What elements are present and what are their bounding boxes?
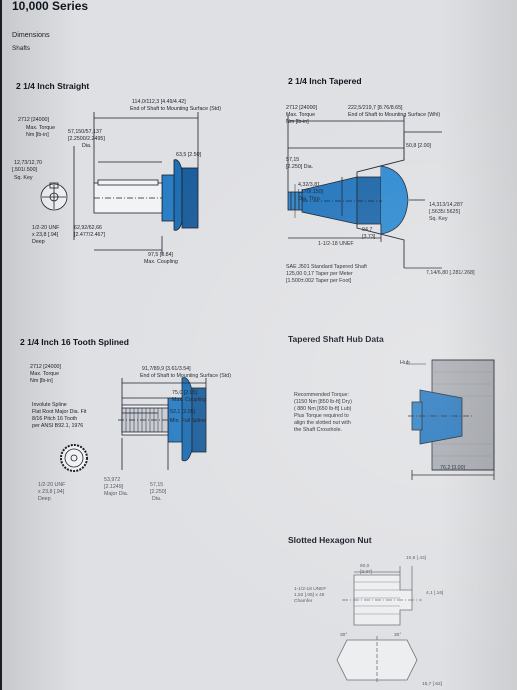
tapered-thru: 4,32/3,81 bbox=[298, 182, 321, 188]
splined-torque-value: 2712 [24000] bbox=[30, 364, 61, 370]
straight-key-width: 12,73/12,70 bbox=[14, 160, 42, 166]
hub-torque-6: the Shaft Crosshole. bbox=[294, 427, 342, 433]
straight-dia-in: [2.2500/2.2495] bbox=[68, 136, 105, 142]
splined-coupling: 75,0 [2.95] bbox=[172, 390, 198, 396]
nut-angle-2: 30° bbox=[394, 633, 402, 638]
nut-d3: 4,1 [.16] bbox=[426, 591, 444, 596]
splined-full-label: Min. Full Spline bbox=[170, 418, 207, 424]
straight-key-width-in: [.501/.500] bbox=[12, 167, 38, 173]
hub-dim: 76,2 [3.00] bbox=[440, 465, 466, 471]
hub-drawing bbox=[406, 359, 495, 480]
hub-torque-2: (1150 Nm [850 lb-ft] Dry) bbox=[294, 399, 352, 405]
splined-thread-deep: Deep bbox=[38, 496, 51, 502]
splined-spec-4: per ANSI B92.1, 1976 bbox=[32, 423, 84, 429]
straight-thread: 1/2-20 UNF bbox=[32, 225, 60, 231]
straight-torque-label: Max. Torque bbox=[26, 125, 56, 131]
tapered-length-in: [3.73] bbox=[362, 234, 376, 240]
tapered-thru-in: [.170/.150] bbox=[298, 189, 324, 195]
nut-title: Slotted Hexagon Nut bbox=[288, 535, 372, 545]
tapered-overall: 222,5/219,7 [8.76/8.65] bbox=[348, 105, 403, 111]
straight-torque-value: 2712 [24000] bbox=[18, 117, 49, 123]
splined-spec-3: 8/16 Pitch 16 Tooth bbox=[32, 416, 78, 422]
straight-coupling-label: Max. Coupling bbox=[144, 259, 178, 265]
straight-key-label: Sq. Key bbox=[14, 175, 33, 181]
tapered-key-in: [.5635/.5625] bbox=[429, 209, 460, 215]
hub-torque-3: ( 880 Nm [650 lb-ft] Lub) bbox=[294, 406, 352, 412]
tapered-standard-3: [1.500±.002 Taper per Foot] bbox=[286, 278, 352, 284]
shafts-subheading: Shafts bbox=[12, 45, 31, 52]
straight-thread-depth: x 23,8 [.94] bbox=[32, 232, 59, 238]
tapered-standard-1: SAE J501 Standard Tapered Shaft bbox=[286, 264, 367, 270]
straight-torque-unit: Nm [lb-in] bbox=[26, 132, 49, 138]
splined-spec-2: Flat Root Major Dia. Fit bbox=[32, 409, 87, 415]
nut-chamfer-1: 1,52 [.06] x 45 bbox=[294, 593, 325, 598]
splined-major-label: Major Dia. bbox=[104, 491, 129, 497]
tapered-key: 14,313/14,287 bbox=[429, 202, 463, 208]
hub-torque-1: Recommended Torque: bbox=[294, 392, 349, 398]
tapered-dia: 57,15 bbox=[286, 157, 300, 163]
splined-coupling-label: Max. Coupling bbox=[172, 397, 206, 403]
nut-d2-in: [2.37] bbox=[360, 570, 373, 575]
splined-spec-1: Involute Spline bbox=[32, 402, 67, 408]
tapered-thru-label: Dia. Thru bbox=[298, 196, 320, 202]
tapered-extra-dim: 7,14/6,80 [.281/.268] bbox=[426, 270, 475, 276]
straight-overall-note: End of Shaft to Mounting Surface (Std) bbox=[130, 106, 221, 112]
nut-drawing bbox=[336, 566, 422, 684]
splined-thread: 1/2-20 UNF bbox=[38, 482, 66, 488]
tapered-key-label: Sq. Key bbox=[429, 216, 448, 222]
straight-d2: 62,92/62,66 bbox=[74, 225, 102, 231]
splined-dia: 57,15 bbox=[150, 482, 164, 488]
tapered-dia-in: [2.250] Dia. bbox=[286, 164, 314, 170]
straight-shaft-drawing bbox=[40, 112, 199, 255]
nut-angle-1: 30° bbox=[340, 633, 348, 638]
straight-d2-in: [2.477/2.467] bbox=[74, 232, 105, 238]
splined-thread-depth: x 23,8 [.94] bbox=[38, 489, 65, 495]
splined-overall: 91,7/89,9 [3.61/3.54] bbox=[142, 366, 191, 372]
tapered-torque-unit: Nm [lb-in] bbox=[286, 119, 309, 125]
tapered-length: 94,7 bbox=[362, 227, 373, 233]
nut-thread: 1-1/2-18 UNEF bbox=[294, 587, 327, 592]
tapered-torque-label: Max. Torque bbox=[286, 112, 316, 118]
splined-major-in: [2.1249] bbox=[104, 484, 124, 490]
series-title: 10,000 Series bbox=[12, 0, 89, 13]
hub-title: Tapered Shaft Hub Data bbox=[288, 334, 384, 344]
nut-d2: 60,0 bbox=[360, 564, 370, 569]
tapered-shaft-drawing bbox=[287, 115, 442, 269]
straight-dia-label: Dia. bbox=[82, 143, 92, 149]
nut-chamfer-2: Chamfer bbox=[294, 599, 313, 604]
straight-coupling: 97,5 [3.84] bbox=[148, 252, 174, 258]
hub-torque-5: align the slotted nut with bbox=[294, 420, 351, 426]
splined-shaft-drawing bbox=[60, 377, 207, 472]
tapered-torque-value: 2712 [24000] bbox=[286, 105, 317, 111]
straight-key-length: 63,5 [2.50] bbox=[176, 152, 202, 158]
nut-d4: 15,7 [.62] bbox=[422, 682, 443, 687]
straight-title: 2 1/4 Inch Straight bbox=[16, 81, 90, 91]
tapered-thread: 1-1/2-18 UNEF bbox=[318, 241, 354, 247]
tapered-d50: 50,8 [2.00] bbox=[406, 143, 432, 149]
straight-dia: 57,150/57,137 bbox=[68, 129, 102, 135]
hub-torque-4: Plus Torque required to bbox=[294, 413, 349, 419]
nut-d1: 10,9 [.43] bbox=[406, 556, 427, 561]
splined-overall-note: End of Shaft to Mounting Surface (Std) bbox=[140, 373, 231, 379]
splined-full: 52,1 [2.05] bbox=[170, 409, 196, 415]
tapered-standard-2: 125,00 0,17 Taper per Meter bbox=[286, 271, 353, 277]
splined-major: 53,972 bbox=[104, 477, 121, 483]
tapered-overall-note: End of Shaft to Mounting Surface (Whl) bbox=[348, 112, 441, 118]
tapered-title: 2 1/4 Inch Tapered bbox=[288, 76, 362, 86]
hub-label: Hub bbox=[400, 360, 410, 366]
splined-torque-label: Max. Torque bbox=[30, 371, 60, 377]
splined-torque-unit: Nm [lb-in] bbox=[30, 378, 53, 384]
splined-title: 2 1/4 Inch 16 Tooth Splined bbox=[20, 337, 129, 347]
dimensions-heading: Dimensions bbox=[12, 30, 50, 39]
splined-dia-label: Dia. bbox=[152, 496, 162, 502]
straight-thread-deep: Deep bbox=[32, 239, 45, 245]
splined-dia-in: [2.250] bbox=[150, 489, 167, 495]
straight-overall: 114,0/112,3 [4.49/4.42] bbox=[132, 99, 186, 105]
